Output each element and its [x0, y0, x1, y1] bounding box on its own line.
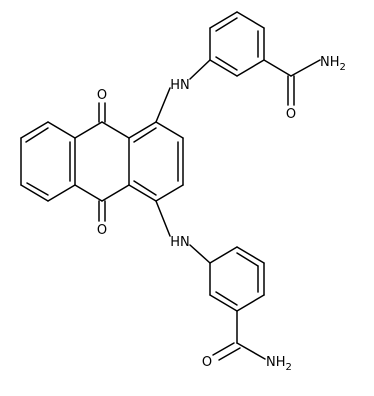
carbonyl-oxygen-upper: O: [97, 88, 107, 103]
bond: [236, 294, 265, 312]
bond: [209, 11, 238, 29]
bond: [20, 121, 49, 139]
bond: [215, 17, 238, 32]
bond: [74, 121, 103, 139]
carbonyl-oxygen-lower: O: [97, 223, 107, 238]
bond: [189, 244, 211, 264]
bond: [236, 59, 265, 77]
bond: [218, 347, 241, 361]
bond: [209, 59, 238, 77]
bond: [209, 246, 238, 264]
bond: [25, 127, 49, 143]
bond: [74, 184, 103, 202]
bond: [236, 342, 266, 360]
bond: [236, 11, 265, 29]
bond: [26, 182, 49, 196]
bond: [215, 56, 238, 71]
bond: [212, 342, 235, 356]
amide-nh2-upper: NH2: [320, 55, 346, 73]
bond: [189, 59, 211, 80]
amide-oxygen-lower: O: [202, 355, 212, 370]
amide-nh2-lower-subscript: 2: [286, 362, 292, 373]
bond: [155, 184, 184, 202]
bond: [128, 121, 157, 139]
amide-nh2-lower: NH2: [266, 355, 292, 373]
bond: [236, 246, 265, 264]
bond: [101, 121, 130, 139]
bond-layer: [20, 11, 321, 361]
bond: [128, 184, 157, 202]
bond: [20, 184, 49, 202]
bond: [155, 87, 171, 123]
bond: [236, 252, 259, 267]
bond: [133, 127, 157, 143]
amide-oxygen-upper: O: [286, 107, 296, 122]
bond: [209, 294, 238, 312]
bond: [215, 291, 238, 306]
atom-label-layer: O O HN HN O NH2 O NH2: [97, 55, 346, 373]
amide-nh2-upper-main: NH: [320, 55, 340, 70]
amine-nh-upper: HN: [170, 78, 190, 93]
bond: [101, 184, 130, 202]
bond: [133, 180, 157, 196]
bond: [263, 59, 292, 77]
bond: [47, 184, 76, 202]
bond: [155, 200, 171, 237]
amide-nh2-upper-subscript: 2: [340, 62, 346, 73]
bond: [47, 121, 76, 139]
amide-nh2-lower-main: NH: [266, 355, 286, 370]
bond: [155, 121, 184, 139]
amine-nh-lower: HN: [170, 235, 190, 250]
bond: [290, 59, 321, 77]
